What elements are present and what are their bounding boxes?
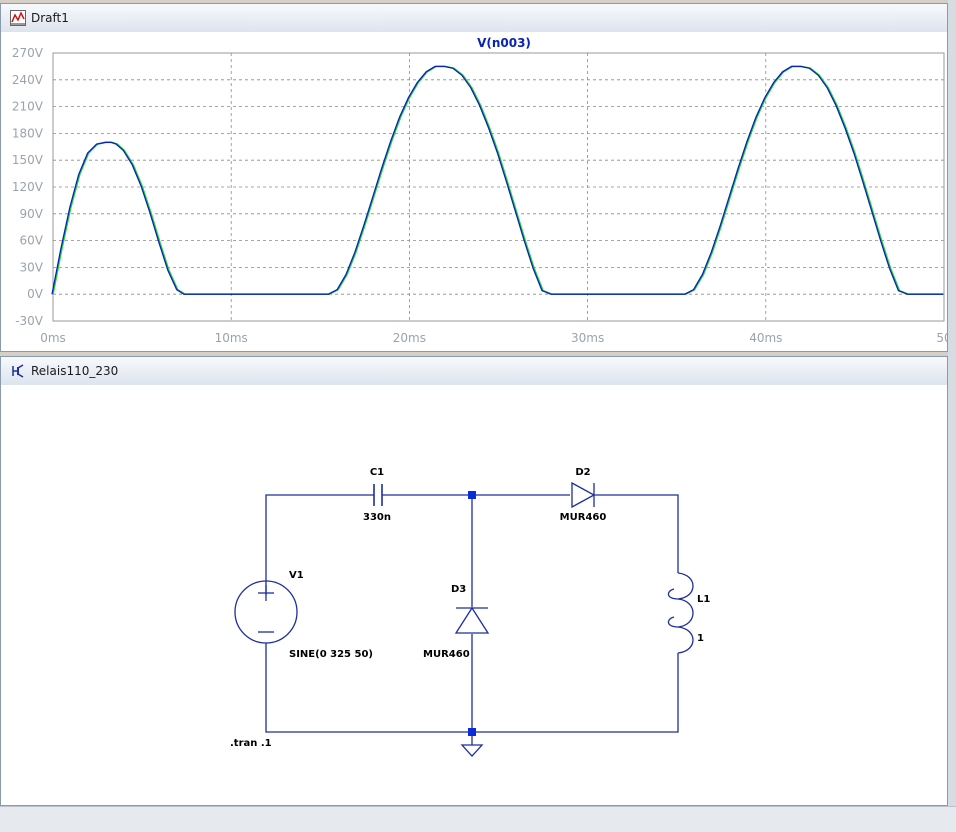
l1-value-label[interactable]: 1 (697, 633, 704, 644)
c1-name-label[interactable]: C1 (370, 467, 384, 478)
v1-value-label[interactable]: SINE(0 325 50) (289, 649, 373, 660)
taskbar-strip (0, 806, 956, 832)
trace-line-blue (51, 65, 943, 295)
y-tick-label: 30V (20, 260, 44, 274)
diode-d2[interactable] (571, 481, 596, 509)
y-tick-label: 120V (12, 180, 44, 194)
y-tick-label: 150V (12, 153, 44, 167)
ground-symbol[interactable] (460, 744, 484, 757)
x-tick-label: 50 (936, 331, 947, 345)
d3-name-label[interactable]: D3 (451, 584, 466, 595)
waveform-icon (10, 10, 26, 26)
plot-grid (52, 52, 945, 322)
y-tick-label: 240V (12, 73, 44, 87)
waveform-plot[interactable]: 270V240V210V180V150V120V90V60V30V0V-30V … (1, 32, 947, 352)
v1-name-label[interactable]: V1 (289, 570, 304, 581)
trace-series (51, 65, 944, 296)
y-tick-label: 90V (20, 207, 44, 221)
waveform-titlebar[interactable]: Draft1 (1, 4, 947, 33)
y-tick-labels: 270V 240V 210V 180V 150V 120V 90V 60V 30V 0V -30V (12, 46, 44, 328)
trace-label[interactable]: V(n003) (477, 36, 531, 50)
y-tick-label: 210V (12, 100, 44, 114)
y-tick-label: 60V (20, 234, 44, 248)
plot-frame (52, 52, 945, 322)
d2-model-label[interactable]: MUR460 (560, 512, 607, 523)
schematic-window-title: Relais110_230 (31, 364, 119, 378)
voltage-source-v1[interactable] (234, 580, 298, 644)
l1-name-label[interactable]: L1 (697, 594, 710, 605)
junction-node-top[interactable] (468, 491, 476, 499)
x-tick-label: 40ms (749, 331, 782, 345)
schematic-canvas[interactable]: C1 330n D2 MUR460 V1 SINE(0 325 50) D3 M… (1, 385, 947, 805)
wire-top-right (594, 494, 679, 573)
waveform-window-title: Draft1 (31, 11, 69, 25)
waveform-window[interactable]: Draft1 270V 240V 210V 180V 150V 120V 90V 60V 30V… (0, 3, 948, 352)
y-tick-label: -30V (15, 314, 44, 328)
inductor-l1[interactable] (667, 572, 694, 654)
capacitor-c1[interactable] (373, 484, 383, 506)
y-tick-label: 270V (12, 46, 44, 60)
background-strip (948, 0, 956, 831)
x-tick-labels: 0ms 10ms 20ms 30ms 40ms 50 (40, 331, 947, 345)
schematic-titlebar[interactable]: Relais110_230 (1, 357, 947, 386)
d3-model-label[interactable]: MUR460 (423, 649, 470, 660)
x-tick-label: 30ms (571, 331, 604, 345)
wire-top-left (265, 494, 374, 595)
schematic-icon (12, 364, 24, 378)
y-tick-label: 0V (27, 287, 44, 301)
c1-value-label[interactable]: 330n (363, 512, 391, 523)
y-tick-label: 180V (12, 126, 44, 140)
x-tick-label: 20ms (393, 331, 426, 345)
junction-node-bottom[interactable] (468, 728, 476, 736)
x-tick-label: 10ms (215, 331, 248, 345)
schematic-window[interactable]: Relais110_230 (0, 356, 948, 806)
spice-directive[interactable]: .tran .1 (230, 738, 272, 749)
d2-name-label[interactable]: D2 (575, 467, 590, 478)
x-tick-label: 0ms (40, 331, 66, 345)
diode-d3[interactable] (454, 606, 490, 634)
